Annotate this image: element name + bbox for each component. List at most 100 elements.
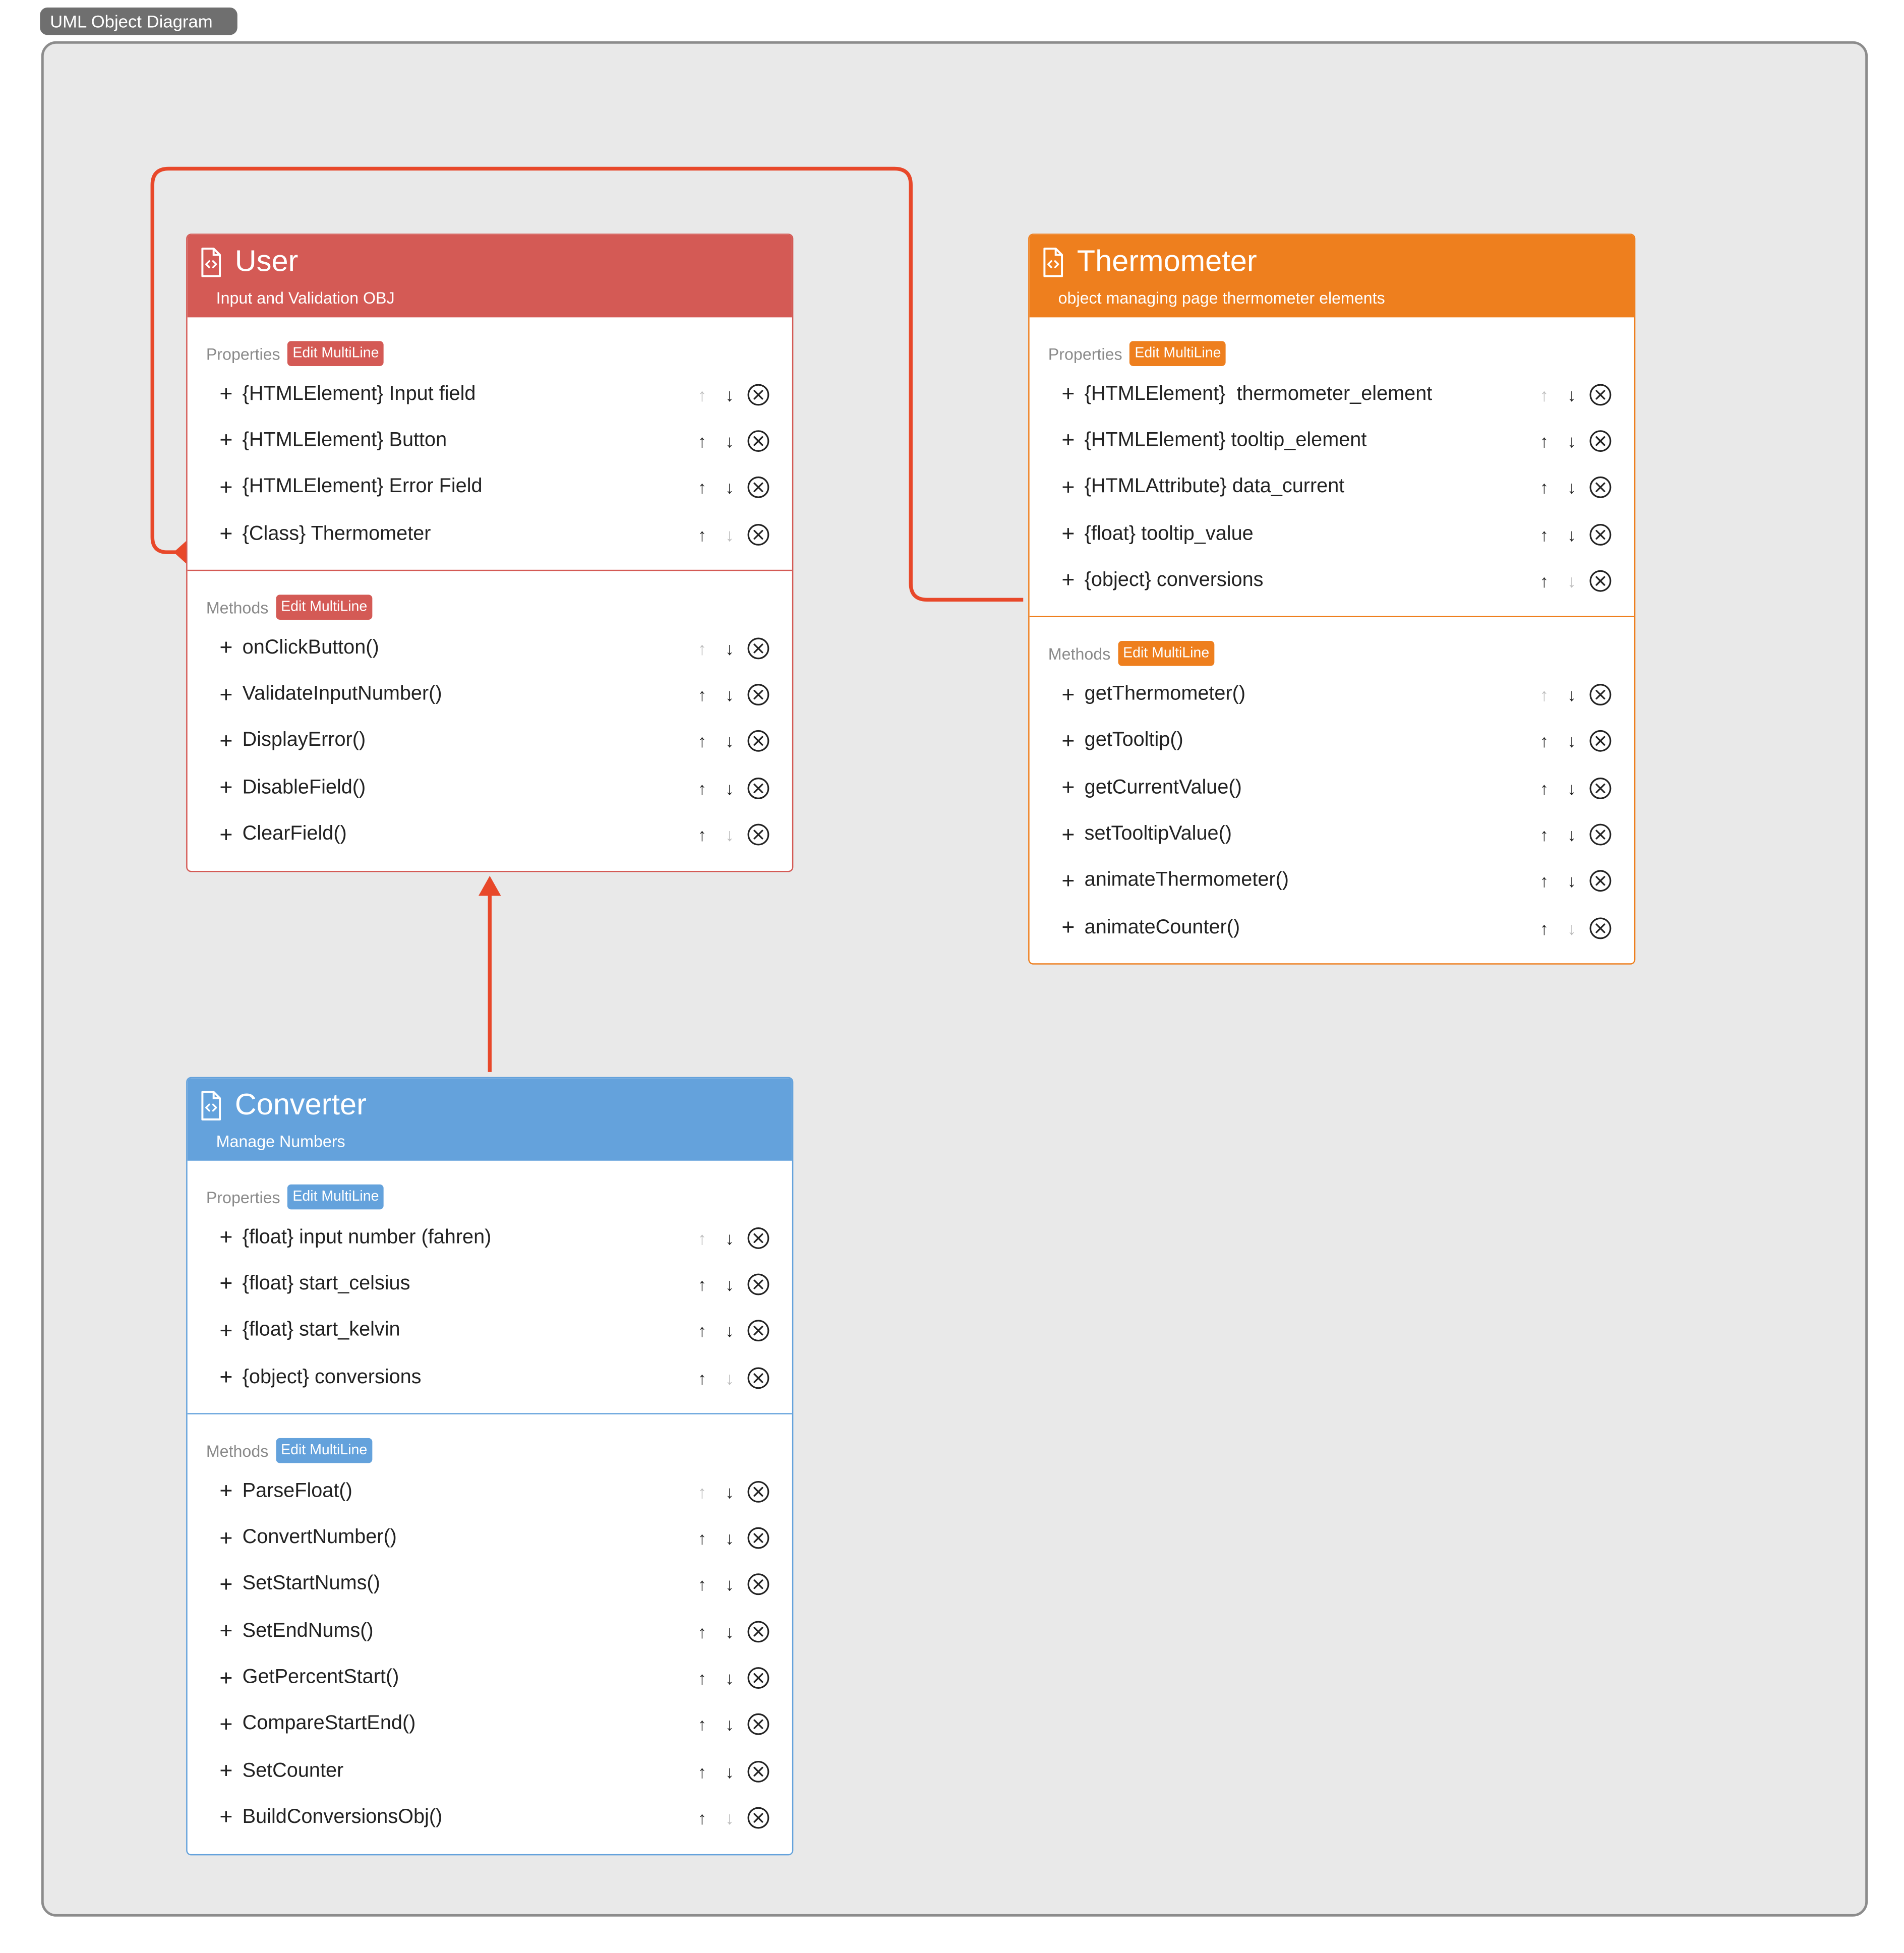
arrow-down-icon[interactable]: ↓: [1567, 685, 1576, 705]
arrow-down-icon[interactable]: ↓: [1567, 778, 1576, 798]
arrow-down-icon[interactable]: ↓: [725, 731, 734, 752]
method-row[interactable]: +SetStartNums()↑↓: [188, 1562, 792, 1608]
circle-x-icon[interactable]: [1589, 477, 1612, 499]
method-text[interactable]: getTooltip(): [1084, 730, 1183, 752]
circle-x-icon[interactable]: [1589, 917, 1612, 939]
circle-x-icon[interactable]: [1589, 523, 1612, 546]
class-name[interactable]: Thermometer: [1077, 245, 1257, 279]
circle-x-icon[interactable]: [747, 1481, 770, 1503]
class-name[interactable]: Converter: [234, 1088, 367, 1122]
circle-x-icon[interactable]: [747, 684, 770, 706]
arrow-down-icon[interactable]: ↓: [725, 1574, 734, 1595]
method-text[interactable]: SetCounter: [242, 1760, 344, 1782]
method-text[interactable]: setTooltipValue(): [1084, 823, 1232, 845]
circle-x-icon[interactable]: [747, 1320, 770, 1342]
circle-x-icon[interactable]: [747, 430, 770, 452]
arrow-up-icon[interactable]: ↑: [697, 1274, 707, 1294]
arrow-up-icon[interactable]: ↑: [697, 1528, 707, 1549]
method-text[interactable]: onClickButton(): [242, 637, 379, 659]
arrow-up-icon[interactable]: ↑: [697, 478, 707, 498]
property-text[interactable]: {HTMLElement} Button: [242, 430, 447, 451]
arrow-down-icon[interactable]: ↓: [725, 1807, 734, 1828]
circle-x-icon[interactable]: [747, 637, 770, 660]
circle-x-icon[interactable]: [747, 777, 770, 799]
method-text[interactable]: GetPercentStart(): [242, 1667, 399, 1688]
property-row[interactable]: +{object} conversions↑↓: [188, 1354, 792, 1401]
method-row[interactable]: +getCurrentValue()↑↓: [1030, 765, 1634, 811]
method-row[interactable]: +SetEndNums()↑↓: [188, 1608, 792, 1654]
arrow-down-icon[interactable]: ↓: [725, 1482, 734, 1502]
arrow-down-icon[interactable]: ↓: [1567, 431, 1576, 451]
circle-x-icon[interactable]: [747, 1527, 770, 1550]
arrow-down-icon[interactable]: ↓: [725, 1714, 734, 1735]
arrow-up-icon[interactable]: ↑: [1539, 918, 1549, 938]
arrow-down-icon[interactable]: ↓: [725, 778, 734, 798]
circle-x-icon[interactable]: [1589, 730, 1612, 753]
arrow-up-icon[interactable]: ↑: [697, 1668, 707, 1688]
arrow-up-icon[interactable]: ↑: [1539, 871, 1549, 892]
edit-multiline-button[interactable]: Edit MultiLine: [1118, 641, 1215, 667]
property-text[interactable]: {float} start_celsius: [242, 1273, 410, 1294]
arrow-up-icon[interactable]: ↑: [697, 731, 707, 752]
property-text[interactable]: {HTMLElement} Input field: [242, 383, 476, 404]
arrow-down-icon[interactable]: ↓: [1567, 384, 1576, 404]
circle-x-icon[interactable]: [1589, 777, 1612, 799]
method-text[interactable]: ParseFloat(): [242, 1480, 352, 1502]
property-row[interactable]: +{HTMLElement} Error Field↑↓: [188, 464, 792, 511]
arrow-up-icon[interactable]: ↑: [697, 1321, 707, 1341]
arrow-up-icon[interactable]: ↑: [697, 1482, 707, 1502]
property-text[interactable]: {HTMLAttribute} data_current: [1084, 476, 1345, 498]
arrow-down-icon[interactable]: ↓: [725, 638, 734, 659]
property-row[interactable]: +{float} tooltip_value↑↓: [1030, 511, 1634, 557]
method-row[interactable]: +BuildConversionsObj()↑↓: [188, 1795, 792, 1841]
method-text[interactable]: ConvertNumber(): [242, 1527, 397, 1549]
property-text[interactable]: {object} conversions: [1084, 569, 1264, 591]
property-row[interactable]: +{float} input number (fahren)↑↓: [188, 1214, 792, 1261]
circle-x-icon[interactable]: [747, 477, 770, 499]
method-text[interactable]: animateThermometer(): [1084, 870, 1289, 892]
arrow-down-icon[interactable]: ↓: [725, 1528, 734, 1549]
arrow-up-icon[interactable]: ↑: [697, 824, 707, 845]
arrow-down-icon[interactable]: ↓: [1567, 918, 1576, 938]
arrow-up-icon[interactable]: ↑: [1539, 478, 1549, 498]
circle-x-icon[interactable]: [747, 1573, 770, 1596]
property-text[interactable]: {HTMLElement} tooltip_element: [1084, 430, 1367, 451]
arrow-up-icon[interactable]: ↑: [1539, 685, 1549, 705]
arrow-up-icon[interactable]: ↑: [697, 524, 707, 545]
method-text[interactable]: DisableField(): [242, 777, 366, 798]
arrow-down-icon[interactable]: ↓: [725, 1668, 734, 1688]
property-text[interactable]: {float} input number (fahren): [242, 1226, 492, 1248]
method-text[interactable]: CompareStartEnd(): [242, 1713, 416, 1735]
method-text[interactable]: ValidateInputNumber(): [242, 683, 442, 705]
arrow-up-icon[interactable]: ↑: [697, 1574, 707, 1595]
method-row[interactable]: +onClickButton()↑↓: [188, 625, 792, 671]
arrow-up-icon[interactable]: ↑: [1539, 524, 1549, 545]
circle-x-icon[interactable]: [747, 1713, 770, 1736]
arrow-up-icon[interactable]: ↑: [697, 431, 707, 451]
arrow-up-icon[interactable]: ↑: [697, 1714, 707, 1735]
method-text[interactable]: ClearField(): [242, 823, 347, 845]
arrow-down-icon[interactable]: ↓: [725, 1621, 734, 1642]
method-row[interactable]: +ClearField()↑↓: [188, 811, 792, 858]
arrow-up-icon[interactable]: ↑: [697, 1621, 707, 1642]
arrow-up-icon[interactable]: ↑: [1539, 824, 1549, 845]
property-text[interactable]: {float} tooltip_value: [1084, 522, 1254, 545]
arrow-down-icon[interactable]: ↓: [725, 1367, 734, 1388]
arrow-up-icon[interactable]: ↑: [697, 638, 707, 659]
edit-multiline-button[interactable]: Edit MultiLine: [1129, 341, 1226, 366]
method-row[interactable]: +setTooltipValue()↑↓: [1030, 811, 1634, 858]
circle-x-icon[interactable]: [1589, 684, 1612, 706]
arrow-down-icon[interactable]: ↓: [725, 824, 734, 845]
circle-x-icon[interactable]: [1589, 823, 1612, 846]
method-row[interactable]: +animateCounter()↑↓: [1030, 905, 1634, 951]
method-text[interactable]: BuildConversionsObj(): [242, 1806, 443, 1828]
circle-x-icon[interactable]: [747, 1807, 770, 1829]
circle-x-icon[interactable]: [747, 383, 770, 406]
arrow-down-icon[interactable]: ↓: [725, 524, 734, 545]
circle-x-icon[interactable]: [747, 1226, 770, 1249]
method-text[interactable]: SetStartNums(): [242, 1573, 380, 1595]
